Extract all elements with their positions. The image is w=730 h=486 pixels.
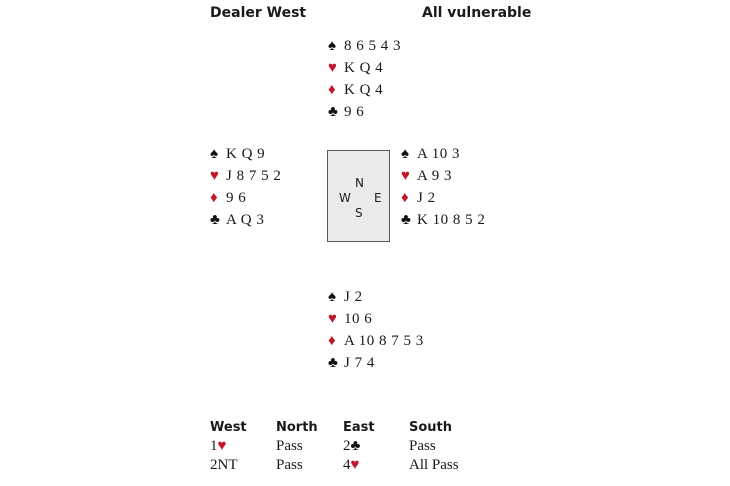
- south-diamonds: A 10 8 7 5 3: [344, 333, 424, 349]
- compass-north: N: [355, 176, 364, 190]
- south-spades: J 2: [344, 289, 363, 305]
- compass-west: W: [339, 191, 351, 205]
- west-hand: ♠ K Q 9 ♥ J 8 7 5 2 ♦ 9 6 ♣ A Q 3: [210, 143, 281, 231]
- north-diamonds: K Q 4: [344, 82, 384, 98]
- heart-icon: ♥: [217, 438, 227, 454]
- west-spades-row: ♠ K Q 9: [210, 143, 281, 165]
- spade-icon: ♠: [401, 146, 409, 162]
- west-clubs-row: ♣ A Q 3: [210, 209, 281, 231]
- north-hearts-row: ♥ K Q 4: [328, 57, 401, 79]
- auction-bid-west: 1♥: [210, 438, 227, 454]
- north-spades: 8 6 5 4 3: [344, 38, 401, 54]
- club-icon: ♣: [328, 104, 338, 120]
- club-icon: ♣: [401, 212, 411, 228]
- south-diamonds-row: ♦ A 10 8 7 5 3: [328, 330, 424, 352]
- south-clubs: J 7 4: [344, 355, 375, 371]
- club-icon: ♣: [328, 355, 338, 371]
- heart-icon: ♥: [328, 311, 337, 327]
- north-clubs: 9 6: [344, 104, 365, 120]
- north-diamonds-row: ♦ K Q 4: [328, 79, 401, 101]
- heart-icon: ♥: [210, 168, 219, 184]
- club-icon: ♣: [350, 438, 361, 454]
- south-hearts: 10 6: [344, 311, 373, 327]
- east-diamonds: J 2: [417, 190, 436, 206]
- west-hearts: J 8 7 5 2: [226, 168, 282, 184]
- east-clubs: K 10 8 5 2: [417, 212, 486, 228]
- auction-bid-north: Pass: [276, 457, 303, 473]
- south-clubs-row: ♣ J 7 4: [328, 352, 424, 374]
- north-hearts: K Q 4: [344, 60, 384, 76]
- east-spades: A 10 3: [417, 146, 461, 162]
- auction-bid-south: Pass: [409, 438, 436, 454]
- compass-east: E: [374, 191, 382, 205]
- auction-header-south: South: [409, 420, 453, 435]
- compass-south: S: [355, 206, 363, 220]
- auction-bid-east: 4♥: [343, 457, 360, 473]
- north-spades-row: ♠ 8 6 5 4 3: [328, 35, 401, 57]
- auction-header-north: North: [276, 420, 318, 435]
- diamond-icon: ♦: [210, 190, 218, 206]
- east-clubs-row: ♣ K 10 8 5 2: [401, 209, 485, 231]
- heart-icon: ♥: [328, 60, 337, 76]
- auction-header-west: West: [210, 420, 247, 435]
- auction-bid-west: 2NT: [210, 457, 238, 473]
- south-spades-row: ♠ J 2: [328, 286, 424, 308]
- auction-bid-east: 2♣: [343, 438, 361, 454]
- spade-icon: ♠: [210, 146, 218, 162]
- auction-bid-south: All Pass: [409, 457, 459, 473]
- south-hand: ♠ J 2 ♥ 10 6 ♦ A 10 8 7 5 3 ♣ J 7 4: [328, 286, 424, 374]
- west-spades: K Q 9: [226, 146, 266, 162]
- diamond-icon: ♦: [328, 82, 336, 98]
- spade-icon: ♠: [328, 289, 336, 305]
- east-spades-row: ♠ A 10 3: [401, 143, 485, 165]
- south-hearts-row: ♥ 10 6: [328, 308, 424, 330]
- north-clubs-row: ♣ 9 6: [328, 101, 401, 123]
- auction-header-east: East: [343, 420, 375, 435]
- compass-table: N W E S: [327, 150, 390, 242]
- east-hearts-row: ♥ A 9 3: [401, 165, 485, 187]
- east-hand: ♠ A 10 3 ♥ A 9 3 ♦ J 2 ♣ K 10 8 5 2: [401, 143, 485, 231]
- west-clubs: A Q 3: [226, 212, 265, 228]
- west-diamonds-row: ♦ 9 6: [210, 187, 281, 209]
- vulnerability-label: All vulnerable: [422, 5, 532, 21]
- heart-icon: ♥: [350, 457, 360, 473]
- north-hand: ♠ 8 6 5 4 3 ♥ K Q 4 ♦ K Q 4 ♣ 9 6: [328, 35, 401, 123]
- west-diamonds: 9 6: [226, 190, 247, 206]
- dealer-label: Dealer West: [210, 5, 307, 21]
- heart-icon: ♥: [401, 168, 410, 184]
- auction-bid-north: Pass: [276, 438, 303, 454]
- diamond-icon: ♦: [401, 190, 409, 206]
- west-hearts-row: ♥ J 8 7 5 2: [210, 165, 281, 187]
- club-icon: ♣: [210, 212, 220, 228]
- diamond-icon: ♦: [328, 333, 336, 349]
- spade-icon: ♠: [328, 38, 336, 54]
- east-hearts: A 9 3: [417, 168, 453, 184]
- east-diamonds-row: ♦ J 2: [401, 187, 485, 209]
